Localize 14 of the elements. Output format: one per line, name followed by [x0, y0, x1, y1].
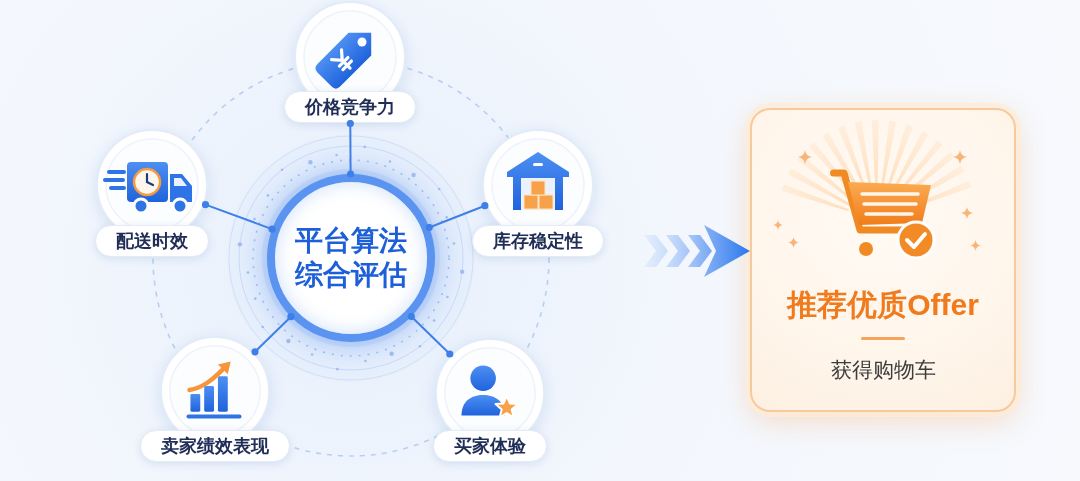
result-title: 推荐优质Offer	[787, 287, 979, 323]
factor-label: 买家体验	[433, 430, 547, 462]
connector-line	[251, 313, 295, 356]
factor-label: 卖家绩效表现	[140, 430, 290, 462]
connector-line	[425, 202, 489, 232]
connector-line	[407, 312, 454, 358]
factor-label: 价格竞争力	[284, 91, 416, 123]
connector-line	[201, 201, 276, 233]
factor-label: 配送时效	[95, 225, 209, 257]
connector-line	[346, 119, 355, 178]
chevron-arrow	[644, 225, 750, 277]
result-subtitle: 获得购物车	[830, 357, 936, 383]
center-title: 平台算法综合评估	[294, 224, 408, 292]
factor-label: 库存稳定性	[472, 225, 604, 257]
